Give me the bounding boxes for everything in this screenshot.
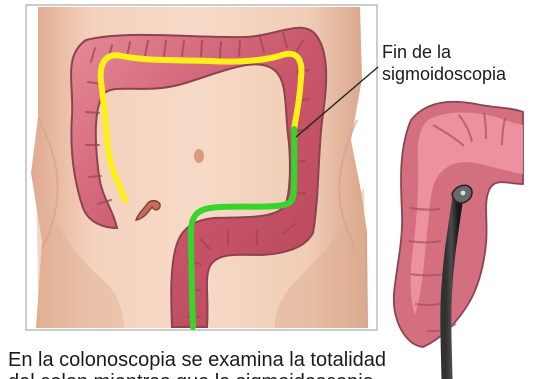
endoscope-inset — [394, 102, 523, 379]
sigmoidoscopy-endpoint-label-line1: Fin de la — [382, 41, 527, 63]
navel — [194, 149, 204, 163]
caption-area: En la colonoscopia se examina la totalid… — [0, 341, 533, 379]
caption-line-1: En la colonoscopia se examina la totalid… — [8, 349, 528, 371]
torso-illustration — [26, 5, 378, 330]
caption-line-2-partial: del colon mientras que la sigmoidoscopia — [8, 371, 438, 379]
endoscope-lens — [461, 191, 466, 196]
sigmoidoscopy-endpoint-label: Fin de la sigmoidoscopia — [382, 41, 527, 85]
sigmoidoscopy-endpoint-label-line2: sigmoidoscopia — [382, 63, 527, 85]
